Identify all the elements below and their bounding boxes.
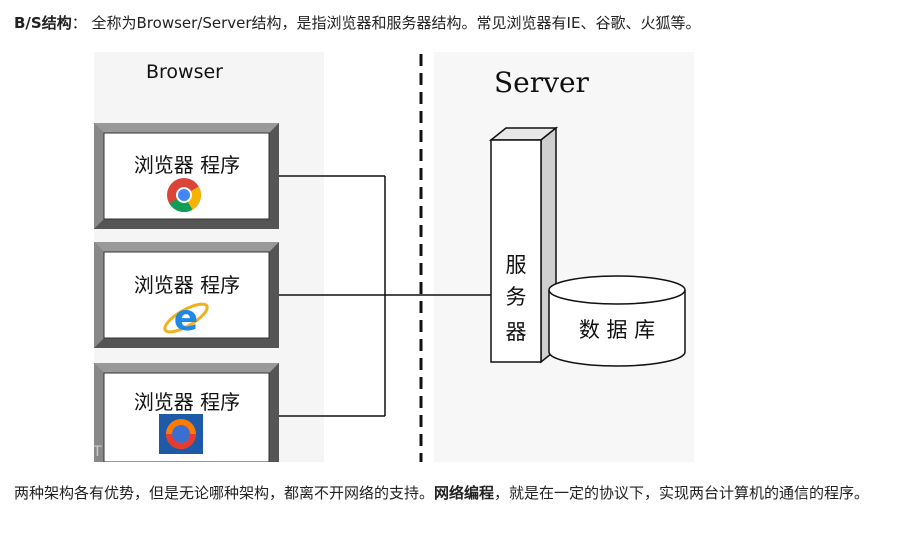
database-label: 数 据 库	[579, 318, 655, 342]
intro-paragraph: B/S结构： 全称为Browser/Server结构，是指浏览器和服务器结构。常…	[14, 12, 700, 34]
outro-text-before: 两种架构各有优势，但是无论哪种架构，都离不开网络的支持。	[14, 484, 435, 502]
server-panel-bg	[434, 52, 694, 462]
bs-term: B/S结构	[14, 14, 72, 32]
svg-text:e: e	[174, 298, 198, 339]
intro-text: 全称为Browser/Server结构，是指浏览器和服务器结构。常见浏览器有IE…	[91, 14, 701, 32]
client-box-2: 浏览器 程序 e	[94, 242, 279, 348]
bs-architecture-diagram: Browser Server 浏览器 程序	[89, 52, 694, 463]
client-label-3: 浏览器 程序	[134, 390, 240, 414]
server-char-3: 器	[506, 320, 527, 344]
outro-text-after: ，就是在一定的协议下，实现两台计算机的通信的程序。	[494, 484, 870, 502]
intro-colon: ：	[71, 14, 87, 32]
diagram-svg: Browser Server 浏览器 程序	[89, 52, 694, 463]
client-label-2: 浏览器 程序	[134, 273, 240, 297]
firefox-icon	[159, 414, 203, 454]
watermark-text: IT	[94, 444, 102, 460]
server-title: Server	[494, 66, 590, 99]
client-label-1: 浏览器 程序	[134, 153, 240, 177]
server-char-1: 服	[506, 253, 527, 277]
connection-lines	[279, 175, 494, 417]
outro-paragraph: 两种架构各有优势，但是无论哪种架构，都离不开网络的支持。网络编程，就是在一定的协…	[14, 480, 894, 506]
ie-icon: e	[163, 298, 209, 339]
browser-title: Browser	[146, 61, 223, 83]
server-tower: 服 务 器	[488, 126, 559, 364]
server-char-2: 务	[506, 285, 527, 309]
network-programming-term: 网络编程	[434, 484, 495, 502]
chrome-icon	[167, 178, 201, 212]
client-box-1: 浏览器 程序	[94, 123, 279, 229]
client-box-3: 浏览器 程序 IT	[89, 363, 279, 463]
database-cylinder: 数 据 库	[548, 275, 686, 367]
